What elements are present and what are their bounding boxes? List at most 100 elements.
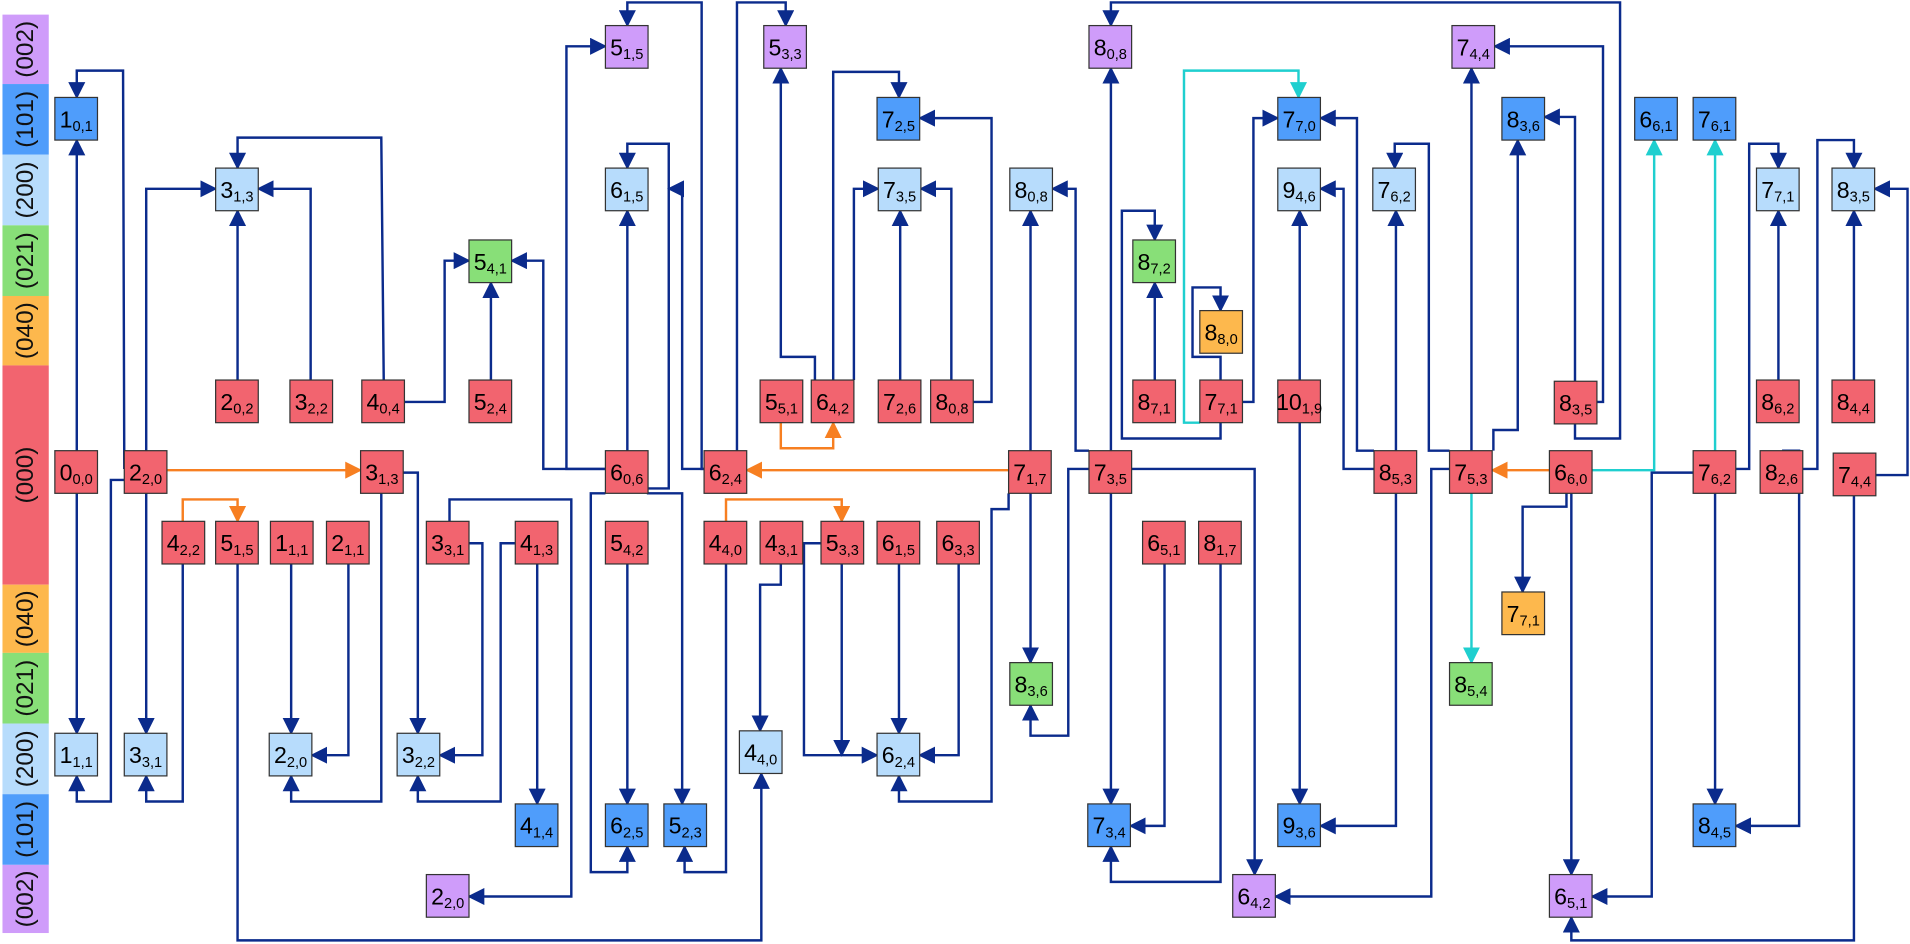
state-node[interactable]: 83,6 [1009, 662, 1054, 706]
state-node[interactable]: 86,2 [1755, 379, 1800, 424]
state-node[interactable]: 40,4 [361, 379, 406, 424]
state-node[interactable]: 32,2 [289, 379, 334, 424]
state-node-box [1831, 379, 1876, 424]
state-node[interactable]: 80,8 [1088, 24, 1133, 69]
state-node[interactable]: 88,0 [1199, 309, 1244, 354]
state-node[interactable]: 22,0 [123, 450, 168, 494]
state-node[interactable]: 84,4 [1831, 379, 1876, 424]
state-node[interactable]: 75,3 [1448, 450, 1493, 494]
state-node[interactable]: 80,8 [930, 379, 974, 424]
state-node-label: 93,6 [1283, 813, 1316, 842]
state-node[interactable]: 11,1 [54, 732, 99, 777]
state-node[interactable]: 71,7 [1007, 450, 1052, 494]
state-node[interactable]: 83,5 [1553, 380, 1598, 425]
state-node[interactable]: 72,5 [876, 96, 921, 141]
state-node[interactable]: 76,1 [1692, 96, 1737, 141]
state-node[interactable]: 62,4 [703, 450, 748, 494]
state-node[interactable]: 73,5 [1088, 450, 1133, 494]
state-node[interactable]: 10,1 [54, 96, 99, 141]
state-node[interactable]: 54,1 [468, 239, 513, 284]
state-node[interactable]: 32,2 [396, 732, 441, 777]
state-node[interactable]: 31,3 [215, 167, 259, 212]
state-node[interactable]: 101,9 [1276, 379, 1322, 424]
state-node[interactable]: 00,0 [54, 450, 99, 494]
transition-edge [917, 109, 993, 404]
state-node[interactable]: 83,5 [1831, 167, 1876, 212]
state-node[interactable]: 61,5 [876, 520, 921, 565]
state-node[interactable]: 60,6 [604, 450, 649, 494]
state-node[interactable]: 94,6 [1277, 167, 1322, 212]
state-node[interactable]: 93,6 [1277, 803, 1322, 848]
state-node[interactable]: 76,2 [1692, 450, 1737, 494]
state-node[interactable]: 20,2 [215, 379, 259, 424]
state-node-box [810, 379, 855, 424]
state-node[interactable]: 53,3 [763, 24, 808, 69]
state-node[interactable]: 54,2 [604, 520, 649, 565]
state-node[interactable]: 85,3 [1373, 450, 1418, 494]
state-node[interactable]: 82,6 [1759, 450, 1804, 494]
state-node[interactable]: 42,2 [161, 520, 206, 565]
transition-edge [1242, 109, 1280, 404]
state-node[interactable]: 52,4 [468, 379, 513, 424]
transition-edge-orange [779, 420, 842, 450]
state-node-box [1755, 379, 1800, 424]
state-node[interactable]: 52,3 [663, 803, 708, 848]
transition-edge [1872, 180, 1909, 477]
state-node-label: 83,6 [1507, 106, 1540, 135]
state-node[interactable]: 77,0 [1277, 96, 1322, 141]
state-node-box [604, 24, 649, 69]
state-node-label: 76,2 [1698, 460, 1731, 489]
state-node[interactable]: 72,6 [877, 379, 922, 424]
state-node[interactable]: 63,3 [936, 520, 980, 565]
state-node[interactable]: 76,2 [1372, 167, 1417, 212]
state-node[interactable]: 80,8 [1009, 167, 1054, 212]
state-node[interactable]: 51,5 [215, 520, 259, 565]
state-node[interactable]: 51,5 [604, 24, 649, 69]
state-node[interactable]: 64,2 [810, 379, 855, 424]
state-node[interactable]: 43,1 [759, 520, 804, 565]
state-node[interactable]: 41,3 [514, 520, 559, 565]
state-node-label: 77,1 [1761, 177, 1794, 206]
state-node[interactable]: 31,3 [359, 450, 404, 494]
state-node-box [820, 520, 865, 565]
state-node[interactable]: 22,0 [425, 873, 470, 918]
state-node[interactable]: 85,4 [1448, 662, 1493, 706]
state-node[interactable]: 87,2 [1132, 239, 1177, 284]
state-node[interactable]: 61,5 [604, 167, 649, 212]
state-node-box [1759, 450, 1804, 494]
state-node-box [876, 732, 921, 777]
state-node[interactable]: 66,1 [1634, 96, 1678, 141]
state-node[interactable]: 77,1 [1501, 591, 1546, 636]
state-node-label: 61,5 [882, 530, 915, 559]
band-label: (040) [12, 590, 39, 647]
state-node-label: 32,2 [295, 389, 328, 418]
state-node[interactable]: 11,1 [269, 520, 314, 565]
state-node[interactable]: 77,1 [1199, 379, 1244, 424]
state-node[interactable]: 87,1 [1132, 379, 1177, 424]
state-node[interactable]: 73,4 [1087, 803, 1132, 848]
state-node[interactable]: 65,1 [1548, 873, 1593, 918]
state-node[interactable]: 41,4 [514, 803, 559, 848]
state-node[interactable]: 62,5 [604, 803, 649, 848]
state-node[interactable]: 65,1 [1141, 520, 1186, 565]
state-node[interactable]: 83,6 [1501, 96, 1546, 141]
state-node[interactable]: 44,0 [738, 730, 783, 775]
state-node[interactable]: 33,1 [425, 520, 470, 565]
state-node[interactable]: 66,0 [1548, 450, 1593, 494]
state-node[interactable]: 53,3 [820, 520, 865, 565]
transition-edge [137, 563, 184, 803]
state-node[interactable]: 33,1 [123, 732, 168, 777]
state-node[interactable]: 21,1 [325, 520, 370, 565]
state-node-box [54, 450, 99, 494]
state-node[interactable]: 81,7 [1198, 520, 1242, 565]
state-node[interactable]: 62,4 [876, 732, 921, 777]
state-node[interactable]: 74,4 [1832, 452, 1877, 497]
state-node[interactable]: 73,5 [877, 167, 922, 212]
state-node[interactable]: 44,0 [703, 520, 748, 565]
state-node[interactable]: 84,5 [1692, 803, 1737, 848]
state-node[interactable]: 55,1 [759, 379, 804, 424]
state-node[interactable]: 22,0 [268, 732, 313, 777]
state-node[interactable]: 64,2 [1232, 873, 1276, 918]
state-node[interactable]: 74,4 [1451, 24, 1496, 69]
state-node[interactable]: 77,1 [1755, 167, 1800, 212]
